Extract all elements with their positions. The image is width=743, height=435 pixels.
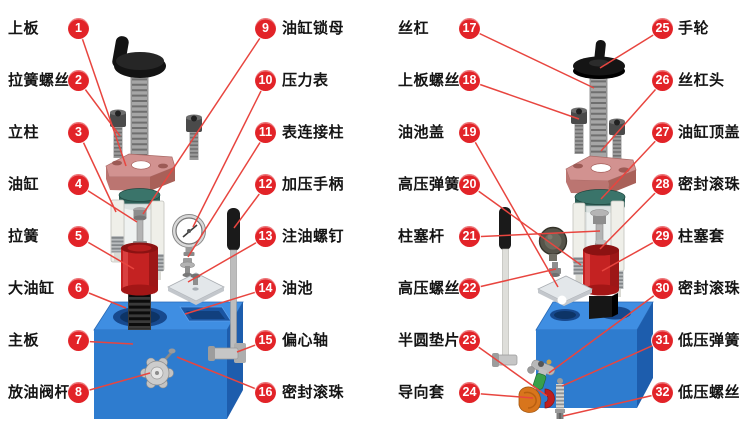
part-badge-9: 9: [255, 18, 276, 39]
part-badge-1: 1: [68, 18, 89, 39]
m1-upper-plate: [105, 153, 176, 191]
part-badge-24: 24: [459, 382, 480, 403]
part-badge-11: 11: [255, 122, 276, 143]
part-label-19: 油池盖: [398, 124, 445, 141]
part-label-11: 表连接柱: [282, 124, 345, 141]
part-label-5: 拉簧: [8, 228, 40, 245]
m1-columns: [110, 199, 165, 280]
part-label-18: 上板螺丝: [398, 72, 461, 89]
part-badge-27: 27: [652, 122, 673, 143]
m2-oil-pool-cover: [537, 275, 593, 306]
part-label-32: 低压螺丝: [678, 384, 741, 401]
m2-base-block: [535, 293, 654, 408]
part-label-29: 柱塞套: [678, 228, 725, 245]
part-label-2: 拉簧螺丝: [8, 72, 71, 89]
part-badge-23: 23: [459, 330, 480, 351]
part-label-12: 加压手柄: [282, 176, 345, 193]
m1-pressure-gauge: [172, 214, 206, 256]
part-label-6: 大油缸: [8, 280, 55, 297]
part-label-22: 高压螺丝: [398, 280, 461, 297]
m2-columns: [572, 200, 625, 297]
part-badge-17: 17: [459, 18, 480, 39]
part-label-25: 手轮: [678, 20, 710, 37]
m1-base-block: [93, 301, 244, 419]
m1-filler-plate: [167, 272, 225, 305]
machine-right: [492, 39, 654, 419]
part-badge-13: 13: [255, 226, 276, 247]
m2-right-bolt: [609, 118, 625, 163]
m2-half-washer: [544, 388, 555, 409]
m2-lead-screw: [589, 71, 608, 159]
m2-guide-sleeve: [518, 386, 542, 413]
part-label-7: 主板: [8, 332, 40, 349]
part-badge-16: 16: [255, 382, 276, 403]
part-badge-18: 18: [459, 70, 480, 91]
part-label-9: 油缸锁母: [282, 20, 345, 37]
part-badge-14: 14: [255, 278, 276, 299]
part-label-28: 密封滚珠: [678, 176, 741, 193]
part-label-17: 丝杠: [398, 20, 430, 37]
part-label-26: 丝杠头: [678, 72, 725, 89]
part-badge-26: 26: [652, 70, 673, 91]
part-label-15: 偏心轴: [282, 332, 329, 349]
part-badge-15: 15: [255, 330, 276, 351]
part-label-3: 立柱: [8, 124, 40, 141]
part-badge-4: 4: [68, 174, 89, 195]
m1-drain-valve-knob: [140, 348, 176, 389]
m1-screw: [130, 69, 149, 159]
part-badge-25: 25: [652, 18, 673, 39]
part-label-13: 注油螺钉: [282, 228, 345, 245]
part-badge-6: 6: [68, 278, 89, 299]
part-badge-8: 8: [68, 382, 89, 403]
m2-left-bolt: [571, 107, 587, 154]
part-badge-30: 30: [652, 278, 673, 299]
m1-large-oil-cylinder: [121, 242, 158, 296]
part-label-4: 油缸: [8, 176, 40, 193]
part-badge-3: 3: [68, 122, 89, 143]
part-badge-21: 21: [459, 226, 480, 247]
part-label-21: 柱塞杆: [398, 228, 445, 245]
part-badge-28: 28: [652, 174, 673, 195]
part-label-30: 密封滚珠: [678, 280, 741, 297]
part-badge-19: 19: [459, 122, 480, 143]
m2-eccentric-parts: [527, 359, 556, 390]
part-badge-22: 22: [459, 278, 480, 299]
part-badge-29: 29: [652, 226, 673, 247]
part-badge-10: 10: [255, 70, 276, 91]
part-label-27: 油缸顶盖: [678, 124, 741, 141]
part-badge-20: 20: [459, 174, 480, 195]
leader-lines: [78, 28, 664, 417]
part-label-1: 上板: [8, 20, 40, 37]
part-badge-2: 2: [68, 70, 89, 91]
m2-low-pressure-spring: [555, 378, 565, 419]
m2-hand-wheel: [573, 39, 625, 79]
part-label-16: 密封滚珠: [282, 384, 345, 401]
part-label-10: 压力表: [282, 72, 329, 89]
part-badge-7: 7: [68, 330, 89, 351]
part-badge-31: 31: [652, 330, 673, 351]
part-label-8: 放油阀杆: [8, 384, 71, 401]
m1-main-spring: [128, 292, 151, 330]
part-badge-12: 12: [255, 174, 276, 195]
part-badge-5: 5: [68, 226, 89, 247]
part-badge-32: 32: [652, 382, 673, 403]
m2-pressure-lever: [492, 207, 518, 367]
part-label-23: 半圆垫片: [398, 332, 461, 349]
part-label-20: 高压弹簧: [398, 176, 461, 193]
m2-upper-plate: [565, 155, 637, 194]
m2-gauge-back: [538, 226, 568, 261]
m1-pressure-lever: [208, 208, 246, 363]
machine-left: [93, 36, 246, 419]
part-label-24: 导向套: [398, 384, 445, 401]
part-label-14: 油池: [282, 280, 314, 297]
m1-top-handle: [112, 36, 166, 78]
part-label-31: 低压弹簧: [678, 332, 741, 349]
